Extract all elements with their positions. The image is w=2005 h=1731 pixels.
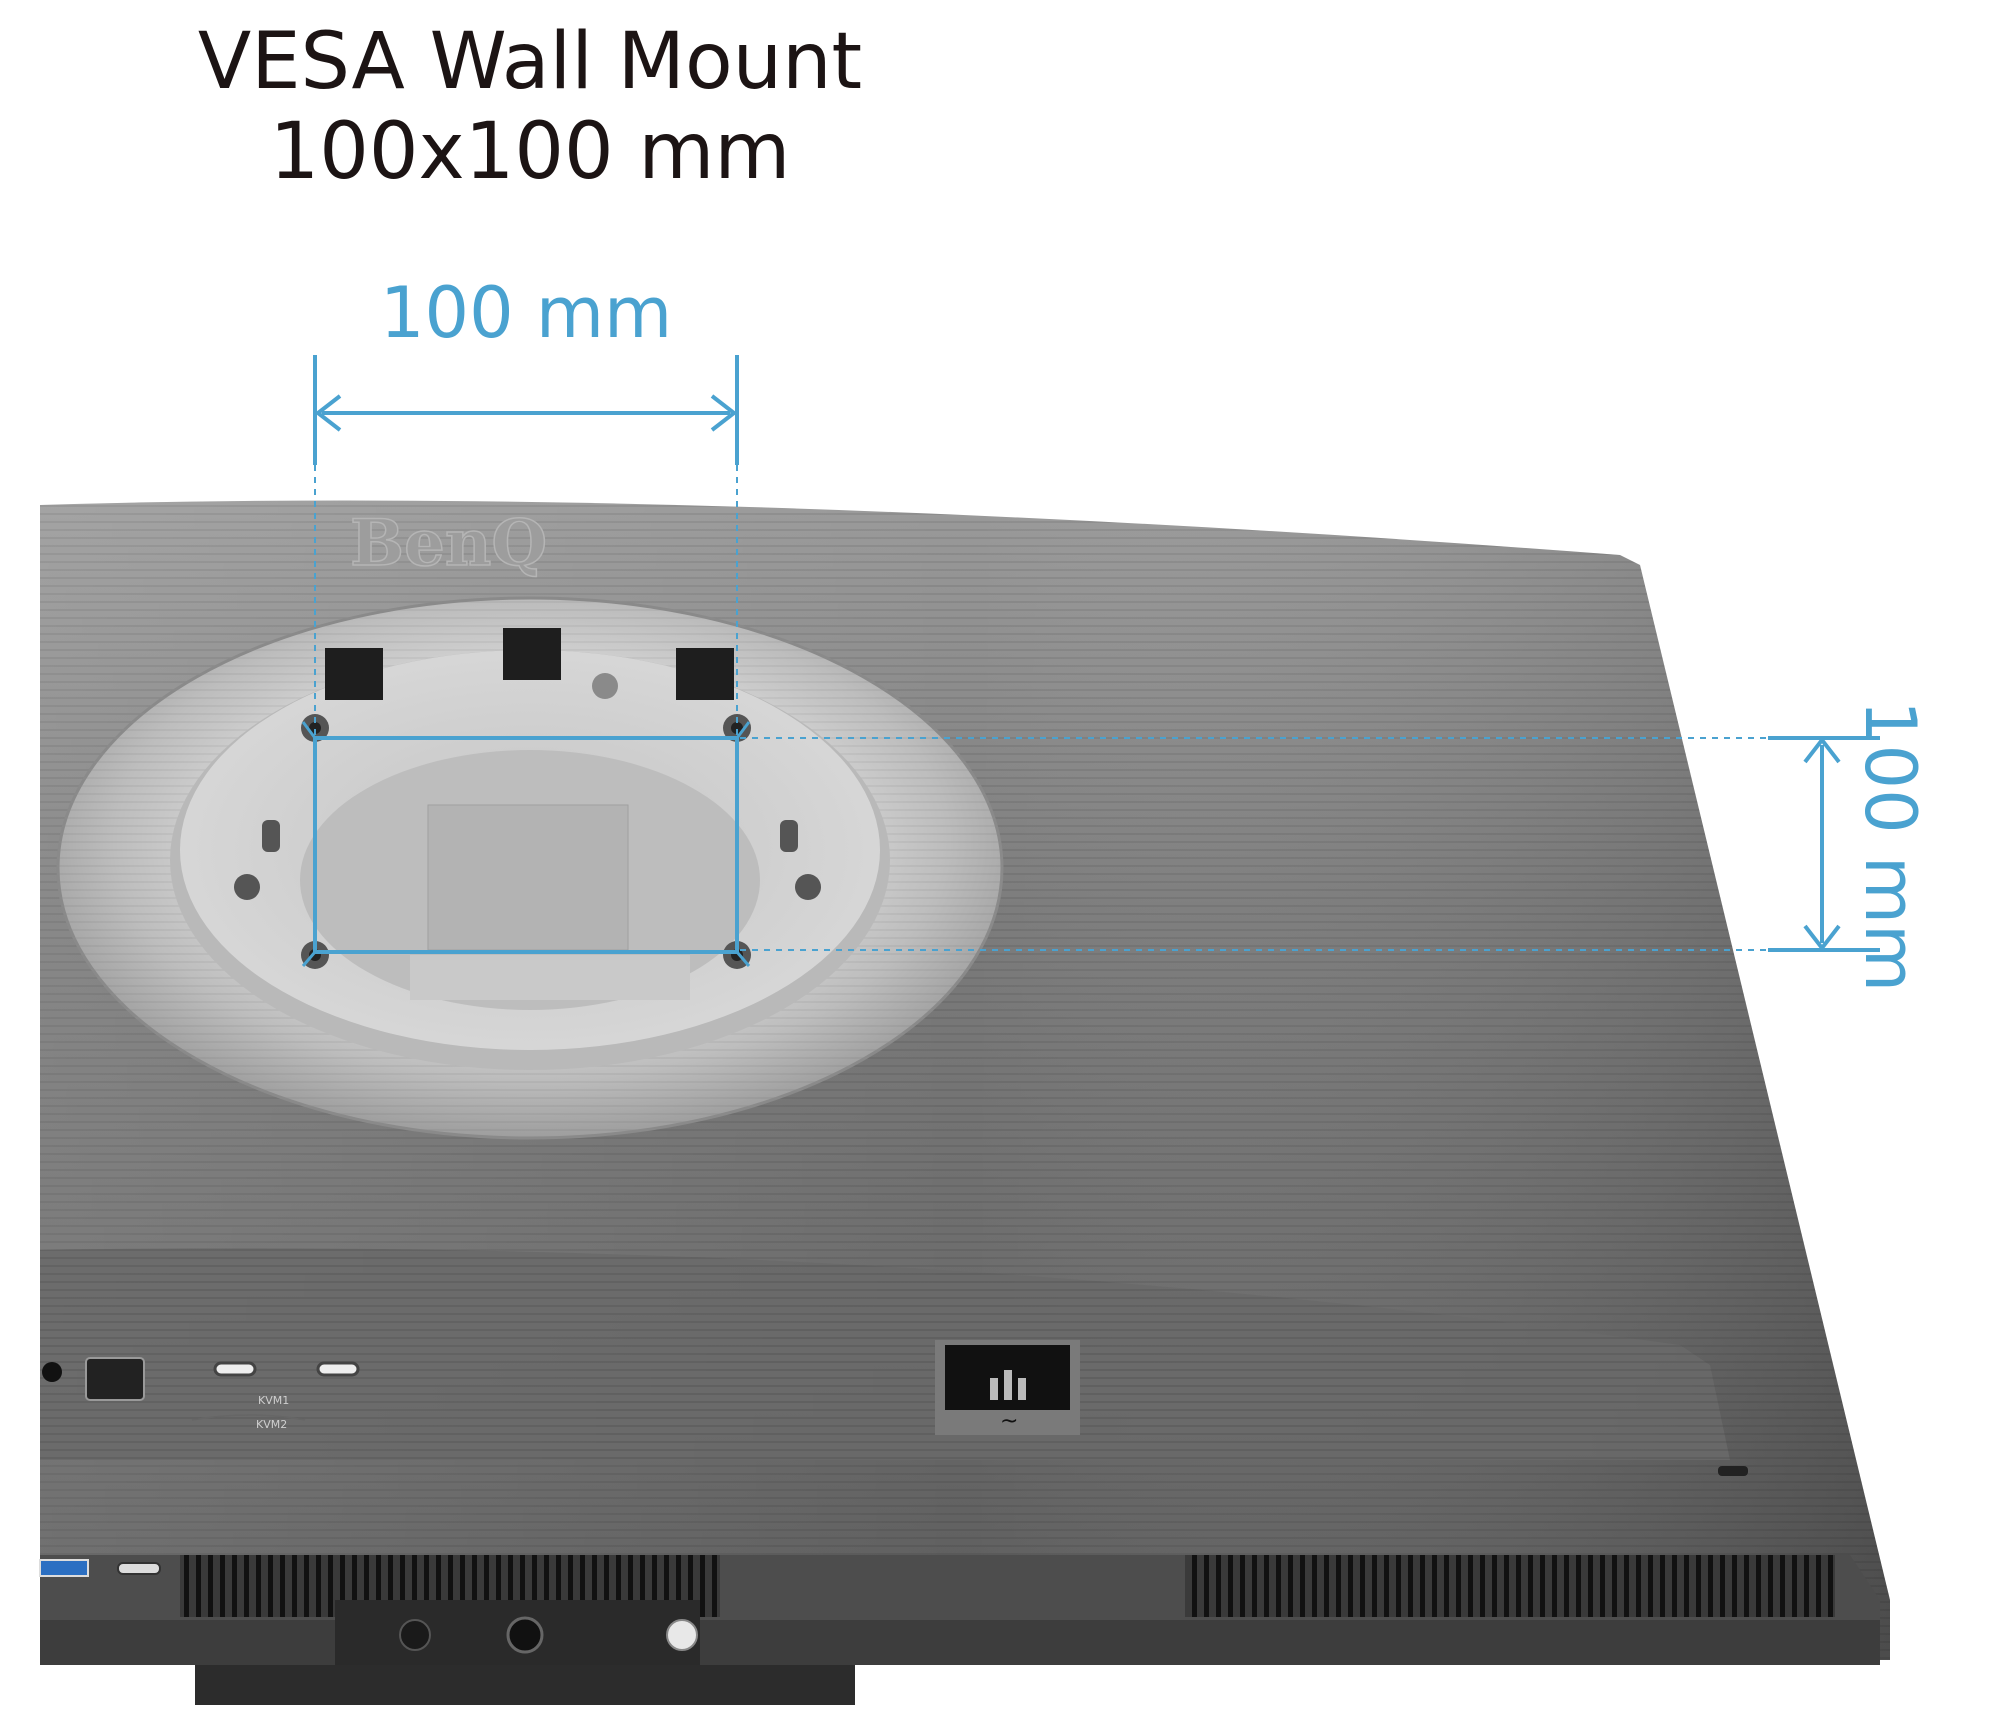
screw-hole [723, 714, 751, 742]
usb-a-port [39, 1559, 89, 1577]
control-button [399, 1619, 431, 1651]
usb-b-port [85, 1357, 145, 1401]
hook-slot [503, 628, 561, 680]
usb-c-port [316, 1361, 360, 1377]
power-socket: ~ [935, 1340, 1080, 1435]
kvm2-label: KVM2 [256, 1418, 287, 1431]
kvm1-label: KVM1 [258, 1394, 289, 1407]
hook-slot [676, 648, 734, 700]
heading-line-1: VESA Wall Mount [197, 17, 863, 107]
vesa-square-outline [313, 736, 739, 954]
joystick-button [506, 1616, 544, 1654]
io-port-panel: KVM1 KVM2 [42, 1357, 360, 1431]
horizontal-dimension-marker [313, 355, 739, 735]
heading-line-2: 100x100 mm [269, 107, 791, 197]
power-button [666, 1619, 698, 1651]
usb-c-port-bottom [117, 1562, 161, 1575]
usb-c-port-kvm1 [213, 1361, 257, 1377]
security-lock-slot [1718, 1466, 1748, 1476]
vertical-dimension-label: 100 mm [1849, 700, 1931, 993]
brand-logo: BenQ [350, 506, 547, 581]
vent-grille-right [1185, 1555, 1835, 1617]
vertical-dimension-marker [740, 736, 1880, 952]
power-symbol: ~ [1000, 1409, 1018, 1434]
screw-hole [301, 714, 329, 742]
hook-slot [325, 648, 383, 700]
horizontal-dimension-label: 100 mm [380, 272, 673, 354]
